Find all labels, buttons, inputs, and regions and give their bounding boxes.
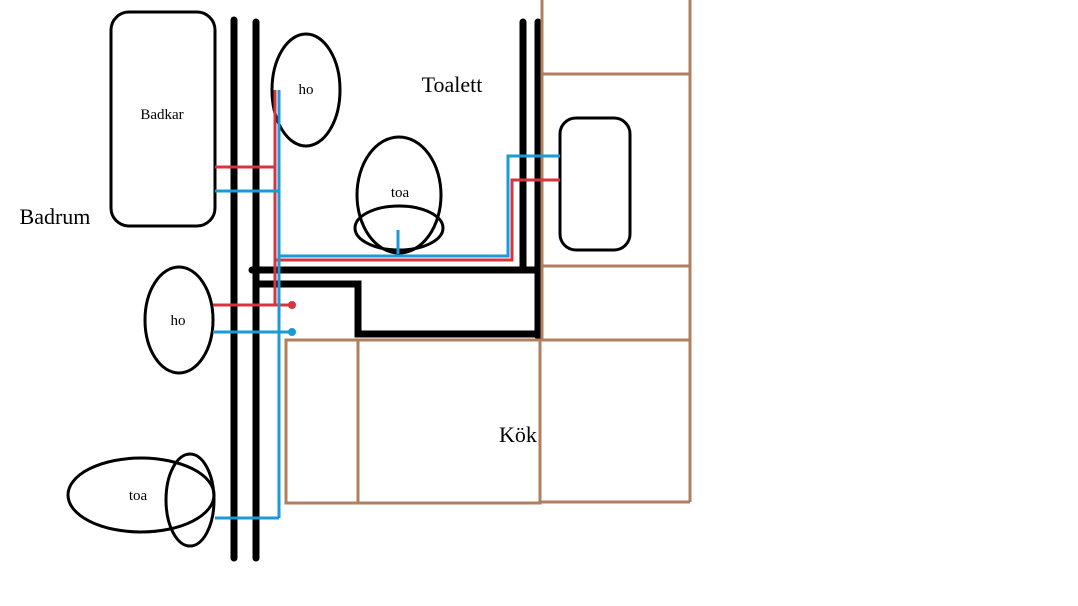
shower-badrum <box>143 265 215 375</box>
kitchen-counter <box>284 338 542 505</box>
kitchen-cabinets <box>284 0 692 505</box>
room-label-kok: Kök <box>499 422 537 447</box>
room-label-toalett: Toalett <box>422 72 483 97</box>
toilet-label-badrum: toa <box>129 488 148 504</box>
cold-water-pipes <box>213 90 560 520</box>
labels: Badrum Toalett Kök Badkar ho toa ho toa <box>20 72 537 504</box>
room-label-badrum: Badrum <box>20 204 91 229</box>
shower-label-badrum: ho <box>171 313 186 329</box>
toilet-seat-badrum <box>164 452 216 548</box>
walls <box>230 16 542 562</box>
toilet-label-toalett: toa <box>391 185 410 201</box>
cold-water-outlet <box>288 328 296 336</box>
bathtub <box>109 10 217 228</box>
bathtub-label: Badkar <box>140 107 183 123</box>
shower-label-toalett: ho <box>299 82 314 98</box>
sink-toalett <box>558 116 632 252</box>
wall-shaft <box>252 280 542 338</box>
hot-water-pipes <box>213 90 560 309</box>
shower-toalett <box>270 32 342 148</box>
hot-water-outlet <box>288 301 296 309</box>
fixtures <box>66 10 632 548</box>
